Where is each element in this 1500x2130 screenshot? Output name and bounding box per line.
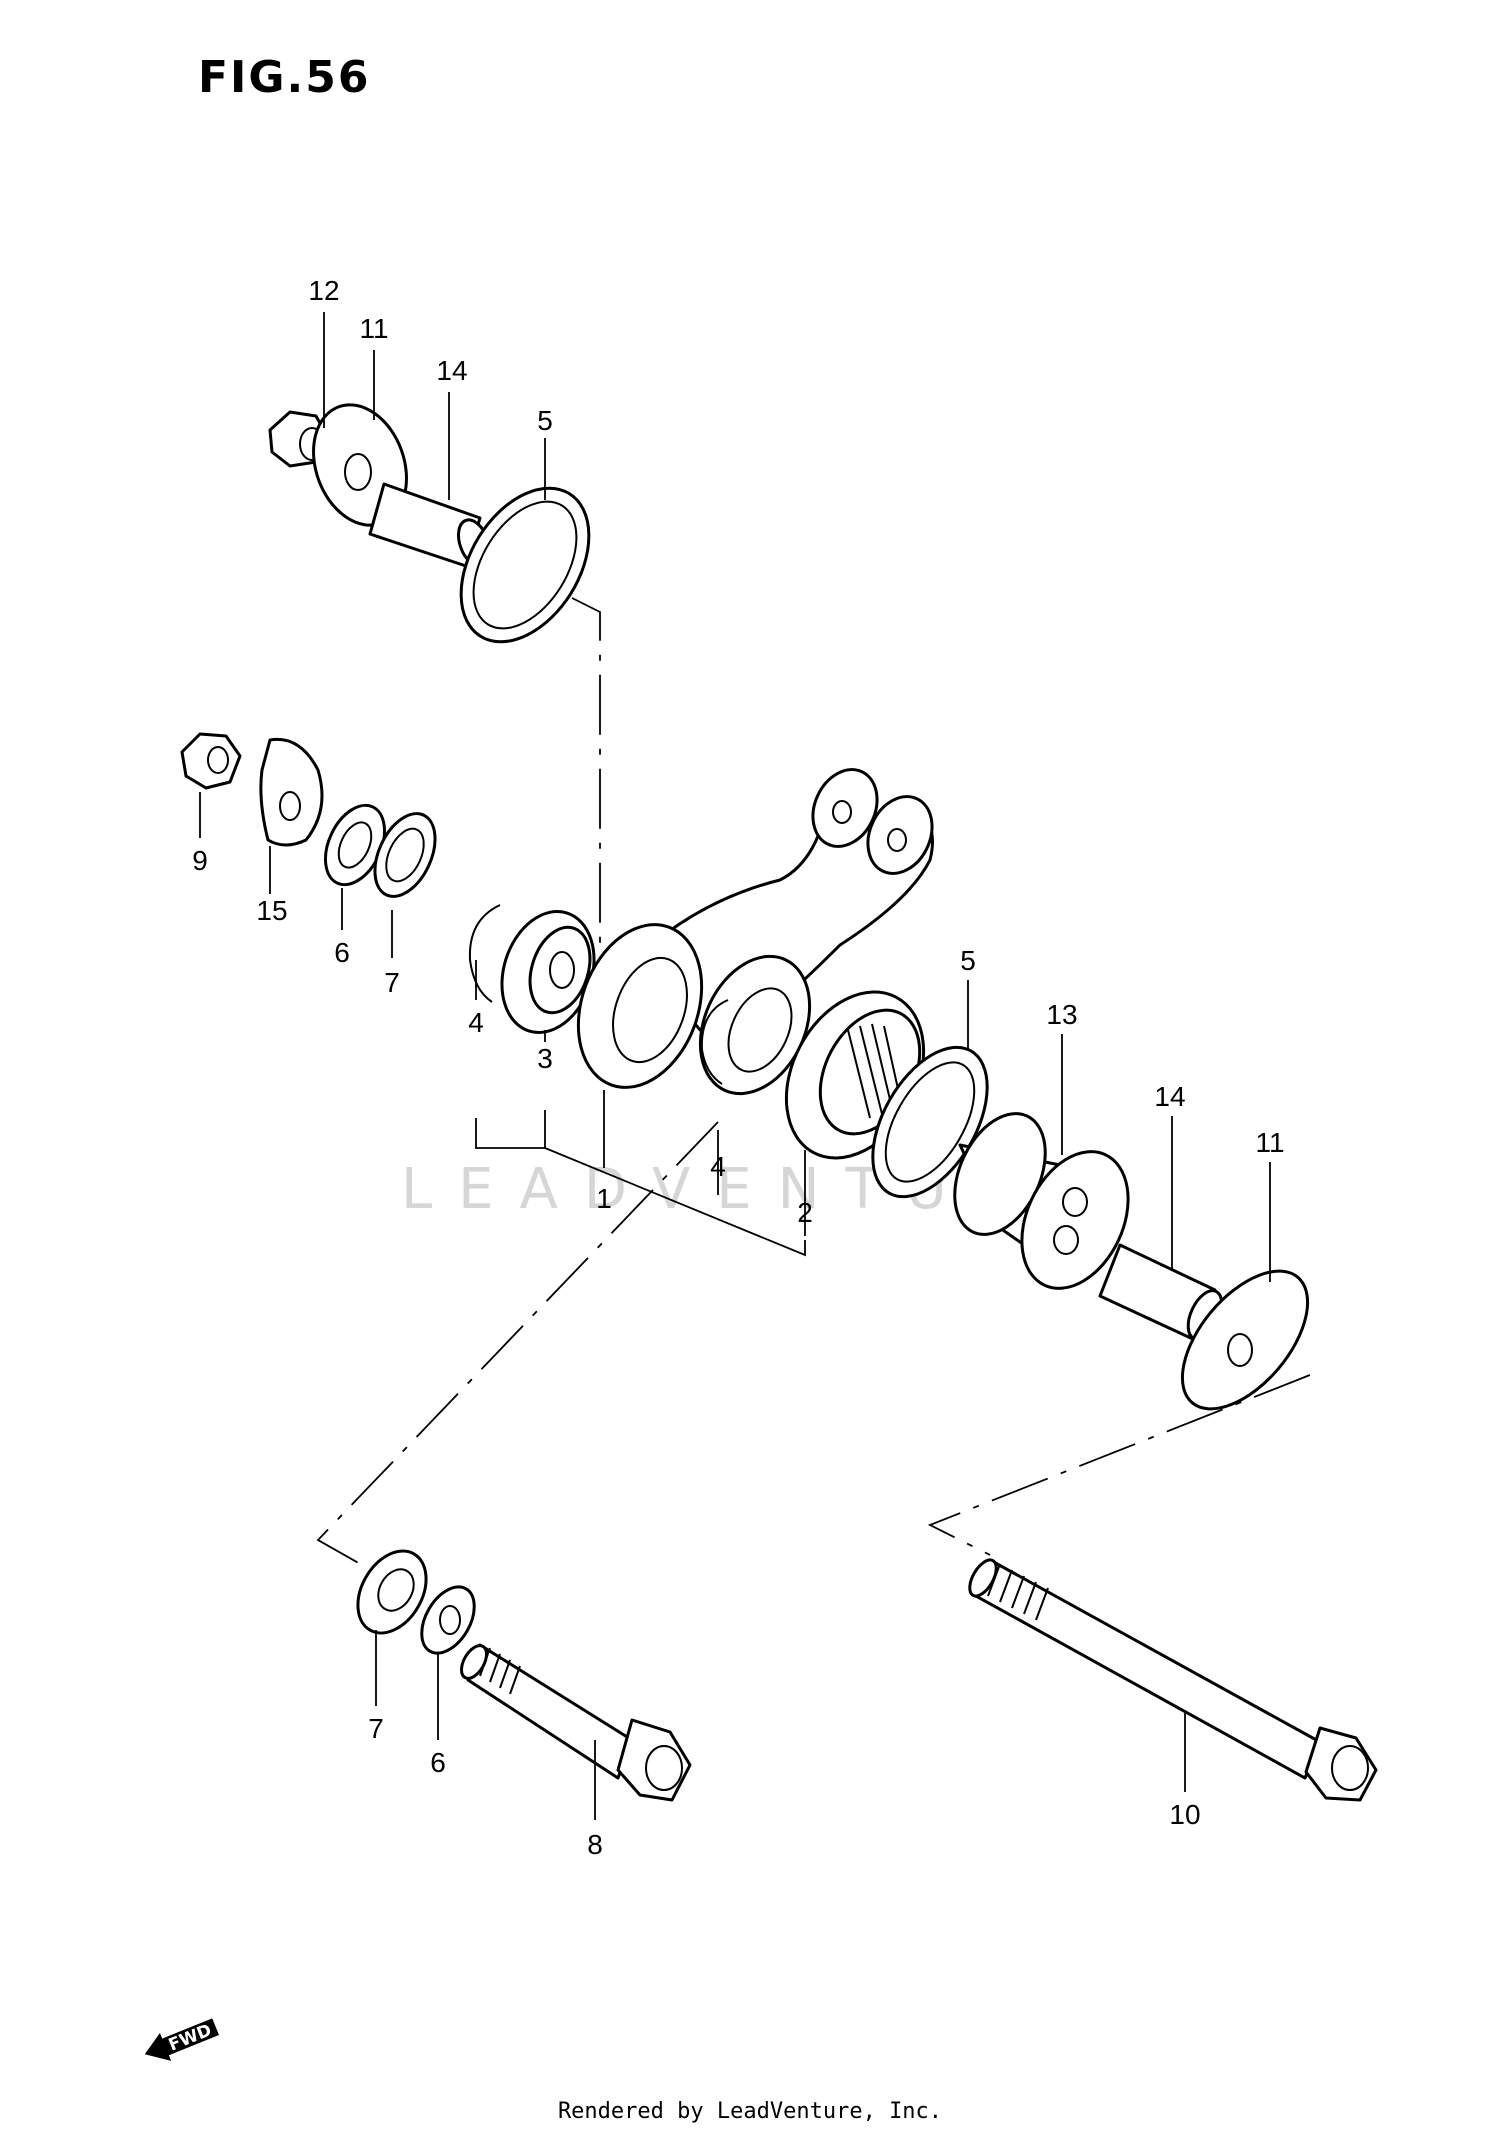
part-5-seal-top[interactable] — [435, 465, 616, 665]
callout-7-left: 7 — [384, 967, 400, 998]
part-13-spacer[interactable] — [937, 1099, 1149, 1305]
callout-6-left: 6 — [334, 937, 350, 968]
callout-11-top: 11 — [359, 313, 388, 344]
callout-13: 13 — [1046, 999, 1077, 1030]
fwd-label: FWD — [166, 2020, 215, 2055]
callout-14-top: 14 — [436, 355, 467, 386]
part-10-bolt[interactable] — [964, 1556, 1378, 1802]
part-7-washer-left[interactable] — [363, 804, 447, 906]
callout-3: 3 — [537, 1043, 553, 1074]
callout-8: 8 — [587, 1829, 603, 1860]
callout-4-mid: 4 — [710, 1151, 726, 1182]
fwd-direction-badge: FWD — [144, 2018, 219, 2061]
callout-6-bottom: 6 — [430, 1747, 446, 1778]
callout-10: 10 — [1169, 1799, 1200, 1830]
footer-credit: Rendered by LeadVenture, Inc. — [558, 2099, 942, 2124]
part-8-bolt[interactable] — [456, 1641, 692, 1802]
part-9-nut[interactable] — [180, 732, 242, 790]
callout-12-top: 12 — [308, 275, 339, 306]
callout-labels: 12 11 14 5 9 15 6 7 4 3 1 4 2 5 13 14 11… — [192, 275, 1284, 1860]
callout-5-top: 5 — [537, 405, 553, 436]
part-4-circlip-mid[interactable] — [700, 999, 729, 1085]
part-7-washer-bottom[interactable] — [344, 1539, 440, 1645]
part-6-washer-bottom[interactable] — [411, 1578, 485, 1662]
part-4-circlip-left[interactable] — [468, 904, 501, 1003]
callout-15: 15 — [256, 895, 287, 926]
callout-2: 2 — [797, 1197, 813, 1228]
fwd-arrow-icon — [144, 2018, 219, 2061]
part-15-plate[interactable] — [259, 737, 324, 847]
part-1-cushion-lever[interactable] — [557, 759, 944, 1111]
assembly-line-top — [571, 597, 601, 995]
part-3-bearing[interactable] — [487, 899, 609, 1044]
callout-7-bottom: 7 — [368, 1713, 384, 1744]
callout-9: 9 — [192, 845, 208, 876]
callout-1: 1 — [596, 1183, 612, 1214]
leader-lines — [199, 312, 1271, 1820]
assembly-line-left-bolt — [316, 1121, 719, 1575]
figure-title: FIG.56 — [198, 52, 371, 103]
assembly-lines — [316, 597, 1311, 1575]
callout-11-right: 11 — [1255, 1127, 1284, 1158]
callout-5-right: 5 — [960, 945, 976, 976]
callout-4-left: 4 — [468, 1007, 484, 1038]
part-11-washer-right[interactable] — [1159, 1249, 1332, 1431]
callout-14-right: 14 — [1154, 1081, 1185, 1112]
assembly-line-right-bolt — [927, 1374, 1311, 1556]
part-6-washer-left[interactable] — [314, 796, 397, 894]
